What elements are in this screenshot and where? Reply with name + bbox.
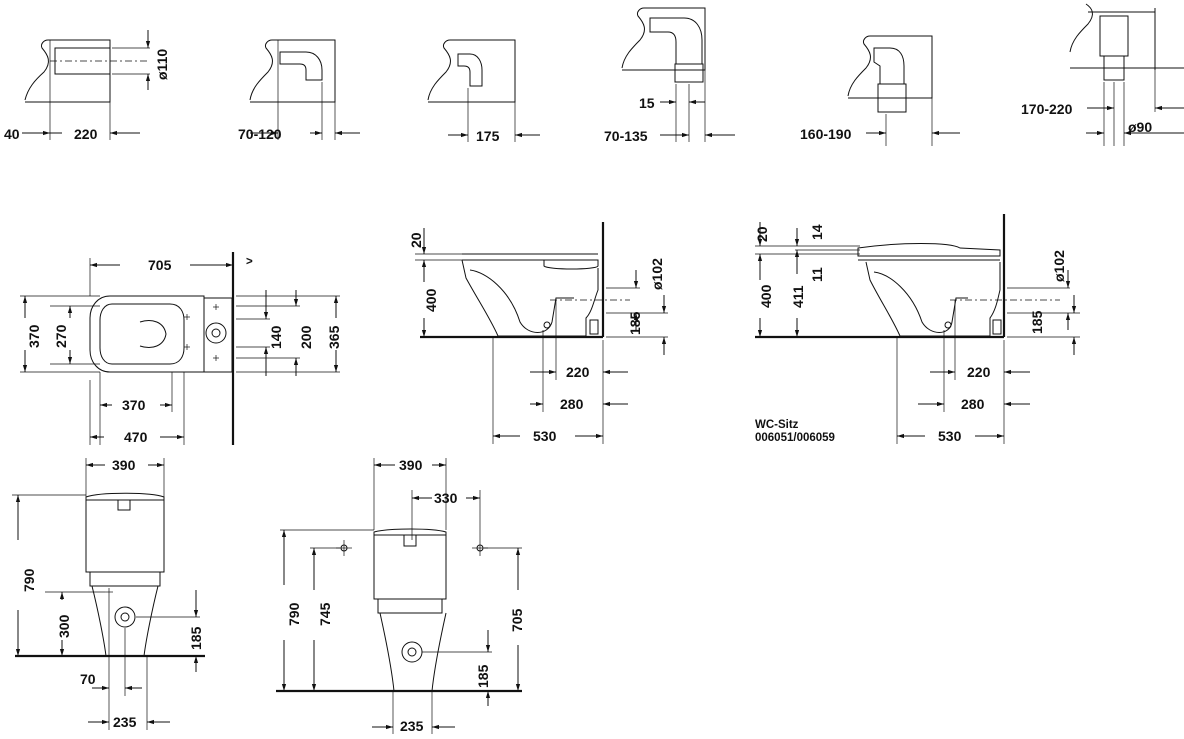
outlet-variant-vertical-bend: 15 70-135 xyxy=(604,7,735,144)
dim-220: 220 xyxy=(967,364,991,380)
dim-170-220: 170-220 xyxy=(1021,101,1073,117)
dim-705: 705 xyxy=(509,608,525,632)
dim-185: 185 xyxy=(475,664,491,688)
dim-220: 220 xyxy=(566,364,590,380)
dim-d110: ø110 xyxy=(154,49,170,80)
dim-15: 15 xyxy=(639,95,655,111)
dim-14: 14 xyxy=(809,224,825,240)
dim-160-190: 160-190 xyxy=(800,126,852,142)
wall-mark: > xyxy=(246,256,253,268)
dim-400: 400 xyxy=(758,284,774,308)
outlet-variant-short-bend: 70-120 xyxy=(238,39,360,142)
dim-185: 185 xyxy=(1029,310,1045,334)
dim-745: 745 xyxy=(317,602,333,626)
dim-70: 70 xyxy=(80,671,96,687)
dim-d102: ø102 xyxy=(1051,250,1067,282)
outlet-variant-floor: 170-220 ø90 xyxy=(1021,3,1184,146)
dim-390: 390 xyxy=(112,457,136,473)
dim-185: 185 xyxy=(627,311,643,335)
dim-185: 185 xyxy=(188,626,204,650)
dim-70-135: 70-135 xyxy=(604,128,648,144)
dim-40: 40 xyxy=(4,126,20,142)
dim-70-120: 70-120 xyxy=(238,126,282,142)
dim-140: 140 xyxy=(268,325,284,349)
dim-11: 11 xyxy=(809,267,825,282)
dim-270-depth: 270 xyxy=(53,324,69,348)
dim-530: 530 xyxy=(938,428,962,444)
dim-370-depth: 370 xyxy=(26,324,42,348)
dim-470-width: 470 xyxy=(124,429,148,445)
plan-view: > 705 370 270 xyxy=(20,252,342,445)
dim-280: 280 xyxy=(961,396,985,412)
dim-d90: ø90 xyxy=(1128,119,1152,135)
dim-330: 330 xyxy=(434,490,458,506)
dim-220: 220 xyxy=(74,126,98,142)
dim-235: 235 xyxy=(113,714,137,730)
dim-790: 790 xyxy=(21,568,37,592)
dim-400: 400 xyxy=(423,288,439,312)
dim-20: 20 xyxy=(408,232,424,248)
dim-175: 175 xyxy=(476,128,500,144)
dim-370-width: 370 xyxy=(122,397,146,413)
dim-705: 705 xyxy=(148,257,172,273)
dim-d102: ø102 xyxy=(649,258,665,290)
outlet-variant-vertical: 160-190 xyxy=(800,35,960,146)
dim-300: 300 xyxy=(56,614,72,638)
side-view-with-seat: 20 14 11 400 411 ø102 185 220 280 530 WC… xyxy=(754,214,1080,444)
dim-200: 200 xyxy=(298,325,314,349)
dim-365: 365 xyxy=(326,325,342,349)
dim-790: 790 xyxy=(286,602,302,626)
dim-20: 20 xyxy=(754,226,770,242)
seat-codes: 006051/006059 xyxy=(755,432,835,444)
front-view: 390 790 300 185 70 235 xyxy=(12,457,205,730)
side-view-standard: 20 400 ø102 185 220 280 530 xyxy=(408,222,668,444)
rear-view: 390 330 790 745 705 185 235 xyxy=(276,457,525,734)
dim-411: 411 xyxy=(790,285,806,308)
seat-label: WC-Sitz xyxy=(755,419,799,431)
dim-280: 280 xyxy=(560,396,584,412)
outlet-variant-horizontal: 40 220 ø110 xyxy=(4,30,170,142)
dim-390: 390 xyxy=(399,457,423,473)
dim-235: 235 xyxy=(400,718,424,734)
outlet-variant-bend: 175 xyxy=(427,39,540,144)
dim-530: 530 xyxy=(533,428,557,444)
